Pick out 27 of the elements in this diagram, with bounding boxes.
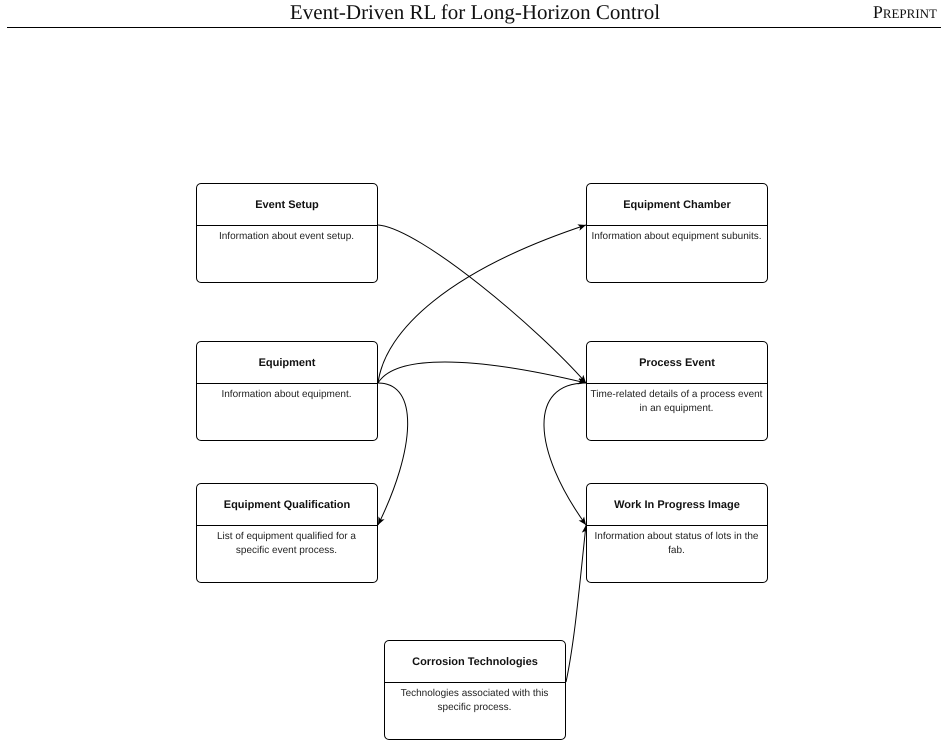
- entity-box: [586, 183, 768, 283]
- entity-box: [196, 183, 378, 283]
- entity-title: Process Event: [639, 356, 715, 368]
- entity-title: Work In Progress Image: [614, 498, 740, 510]
- arrow: [378, 362, 586, 384]
- entity-box: [196, 341, 378, 441]
- entity-description: Information about equipment subunits.: [591, 231, 762, 242]
- entity-box: [586, 341, 768, 441]
- entity-box: [384, 640, 566, 740]
- running-title: Event-Driven RL for Long-Horizon Control: [290, 1, 660, 23]
- entity-title: Corrosion Technologies: [412, 656, 538, 668]
- entity-title: Equipment: [258, 356, 316, 368]
- entity-title: Equipment Chamber: [623, 198, 731, 210]
- arrow: [378, 382, 408, 526]
- entity-description: Time-related details of a process event in an equipment.: [590, 389, 762, 414]
- entity-box: [196, 483, 378, 583]
- entity-title: Event Setup: [255, 198, 319, 210]
- entity-description: Information about equipment.: [221, 389, 352, 400]
- entity-description: Information about event setup.: [218, 231, 354, 242]
- entity-description: List of equipment qualified for a specific event process.: [217, 531, 356, 556]
- entity-description: Technologies associated with this specific process.: [400, 688, 548, 713]
- entity-description: Information about status of lots in the fab.: [594, 531, 758, 556]
- entity-title: Equipment Qualification: [224, 498, 350, 510]
- arrow: [544, 382, 586, 526]
- entity-box: [586, 483, 768, 583]
- arrow: [566, 524, 588, 682]
- preprint-label: Preprint: [872, 1, 937, 23]
